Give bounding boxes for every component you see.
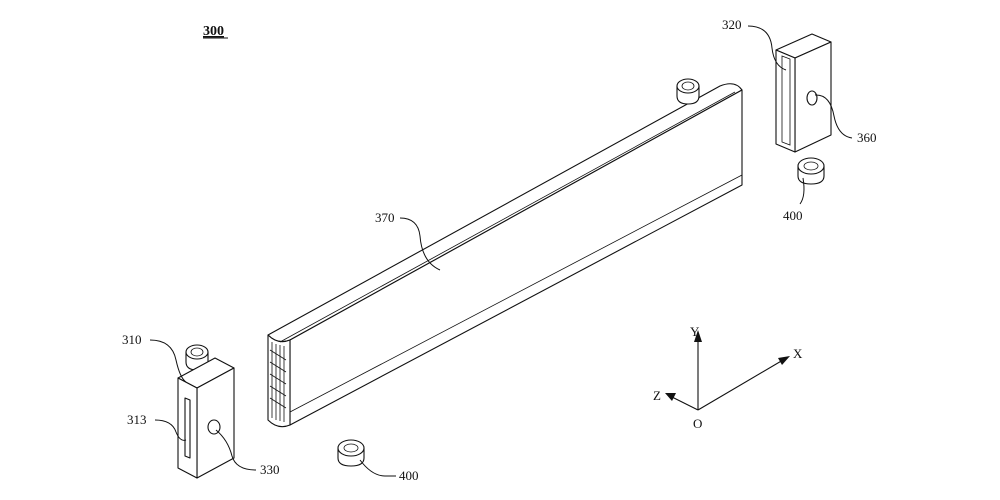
x-axis: [697, 359, 784, 411]
z-axis: [671, 396, 699, 411]
leader-320: [747, 25, 787, 71]
figure-number: 300: [203, 24, 224, 39]
bar-edge-line: [279, 91, 736, 343]
label-313: 313: [127, 412, 147, 427]
bolt-400-bottom: [337, 439, 365, 467]
leader-370: [399, 217, 441, 271]
axis-z-label: Z: [653, 388, 661, 403]
coordinate-axes: Y X Z O: [653, 324, 803, 431]
label-400-right: 400: [783, 208, 803, 223]
leader-360: [814, 94, 853, 139]
leader-400-bottom: [359, 459, 396, 477]
leader-313: [154, 419, 187, 441]
axis-origin-label: O: [693, 416, 702, 431]
bolt-top-bar: [676, 78, 700, 105]
bar-front-face: [289, 89, 743, 426]
label-320: 320: [722, 17, 742, 32]
block-320: [775, 33, 832, 153]
bolt-400-right: [797, 157, 825, 185]
bar-bottom-edge: [289, 174, 743, 413]
label-370: 370: [375, 210, 395, 225]
leader-330: [215, 429, 257, 471]
label-360: 360: [857, 130, 877, 145]
label-330: 330: [260, 462, 280, 477]
bolt-top-310: [185, 344, 209, 360]
axis-x-label: X: [793, 346, 803, 361]
bar-end-hatch: [269, 349, 287, 409]
block-320-slot: [781, 55, 791, 146]
bar-370: [267, 83, 743, 428]
block-310: [177, 344, 235, 479]
hole-360: [806, 90, 818, 106]
z-arrow: [665, 393, 676, 401]
leader-310: [149, 339, 187, 383]
bar-end-face: [267, 334, 291, 428]
label-310: 310: [122, 332, 142, 347]
x-arrow: [778, 356, 790, 365]
y-arrow: [694, 330, 702, 342]
slot-313: [184, 397, 191, 459]
leader-400-right: [799, 177, 805, 205]
block-310-face: [177, 377, 198, 479]
label-400-bottom: 400: [399, 468, 419, 483]
bar-end-slots: [271, 342, 285, 422]
axis-y-label: Y: [690, 324, 700, 339]
